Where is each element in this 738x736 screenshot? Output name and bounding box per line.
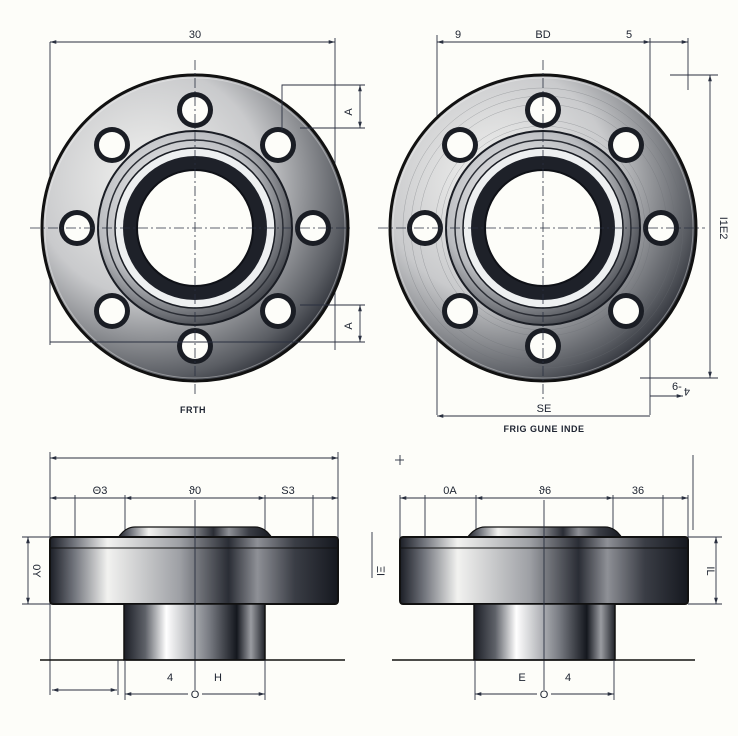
dim-bottom: SE bbox=[537, 403, 552, 415]
dim-base-total: O bbox=[191, 689, 200, 701]
dim-height-left: ΞI bbox=[374, 566, 386, 576]
dim-overall-width: 30 bbox=[189, 29, 201, 41]
dim-center: ϑ0 bbox=[189, 485, 201, 497]
dim-right-lower: A bbox=[343, 322, 355, 330]
dim-base-right: H bbox=[214, 672, 222, 684]
dim-right-upper: A bbox=[343, 108, 355, 116]
side-view-left: Θ3 ϑ0 S3 0Y 4 H O bbox=[22, 452, 345, 701]
dim-base-left: 4 bbox=[167, 672, 173, 684]
dim-base-total: O bbox=[540, 689, 549, 701]
dim-bottom-right-a: 6- bbox=[672, 381, 682, 393]
dim-top-right: 5 bbox=[626, 29, 632, 41]
side-view-right: 0A ϑ6 36 ΞI IL E 4 O bbox=[371, 455, 722, 701]
dim-bottom-right-b: 4 bbox=[684, 385, 690, 397]
dim-top-center: BD bbox=[535, 29, 550, 41]
caption-right: FRIG GUNE INDE bbox=[503, 424, 584, 434]
dim-right: S3 bbox=[281, 485, 294, 497]
dim-base-left: E bbox=[518, 672, 525, 684]
dim-height: 0Y bbox=[30, 564, 42, 578]
caption-left: FRTH bbox=[180, 405, 206, 415]
dim-right-vertical: I1E2 bbox=[717, 217, 729, 240]
dim-left: Θ3 bbox=[93, 485, 108, 497]
dim-base-right: 4 bbox=[565, 672, 571, 684]
plan-view-left: 30 A A FRTH bbox=[30, 29, 365, 415]
dim-center: ϑ6 bbox=[539, 485, 551, 497]
dim-left: 0A bbox=[443, 485, 457, 497]
dim-height-right: IL bbox=[704, 566, 716, 575]
plan-view-right: 9 BD 5 I1E2 6- 4 SE FRIG GUNE IND bbox=[378, 29, 729, 434]
dim-top-left: 9 bbox=[455, 29, 461, 41]
dim-right: 36 bbox=[632, 485, 644, 497]
